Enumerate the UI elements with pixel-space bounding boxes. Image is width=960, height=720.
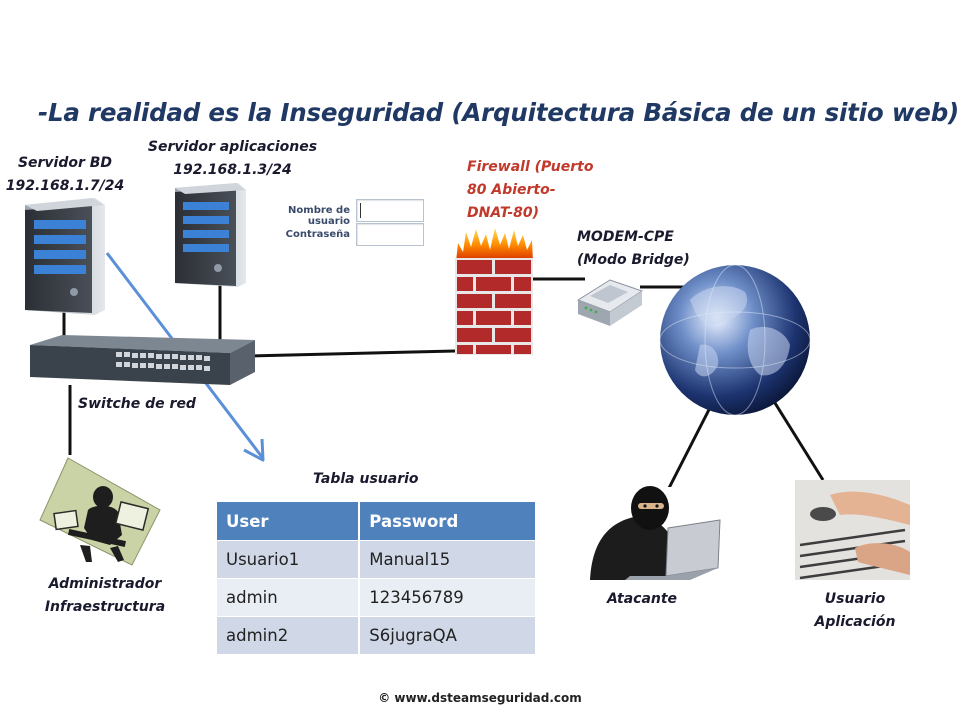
modem-label: MODEM-CPE (Modo Bridge) [577, 229, 690, 268]
cell-user: admin2 [217, 616, 361, 654]
servidor-app-label: Servidor aplicaciones 192.168.1.3/24 [147, 139, 318, 178]
line-globe-atacante [666, 391, 720, 491]
cell-user: admin [217, 578, 361, 617]
line-switch-firewall [249, 349, 456, 358]
line-globe-usuario [768, 394, 825, 481]
header-password: Password [359, 502, 537, 541]
cell-password: 123456789 [359, 578, 537, 617]
servidor-bd-label: Servidor BD 192.168.1.7/24 [5, 155, 125, 194]
firewall-label: Firewall (Puerto 80 Abierto- DNAT-80) [467, 159, 594, 221]
password-label: Contraseña [285, 229, 350, 240]
usuario-label: Usuario Aplicación [814, 591, 896, 630]
password-input[interactable] [356, 223, 424, 246]
user-table: User Password Usuario1 Manual15 admin 12… [217, 502, 537, 654]
table-caption: Tabla usuario [313, 471, 419, 487]
admin-label: Administrador Infraestructura [44, 576, 166, 615]
table-row: Usuario1 Manual15 [217, 540, 537, 579]
cell-user: Usuario1 [217, 540, 361, 579]
switch-label: Switche de red [78, 396, 196, 412]
page-title: -La realidad es la Inseguridad (Arquitec… [38, 98, 960, 127]
cell-password: S6jugraQA [359, 616, 537, 654]
cell-password: Manual15 [359, 540, 537, 579]
header-user: User [217, 502, 361, 541]
table-row: admin2 S6jugraQA [217, 616, 537, 654]
username-input[interactable] [356, 199, 424, 222]
table-row: admin 123456789 [217, 578, 537, 617]
footer-copyright: © www.dsteamseguridad.com [378, 691, 582, 705]
table-header-row: User Password [217, 502, 537, 541]
blue-arrow [105, 252, 265, 462]
username-label: Nombre de usuario [288, 205, 350, 227]
atacante-label: Atacante [606, 591, 678, 607]
